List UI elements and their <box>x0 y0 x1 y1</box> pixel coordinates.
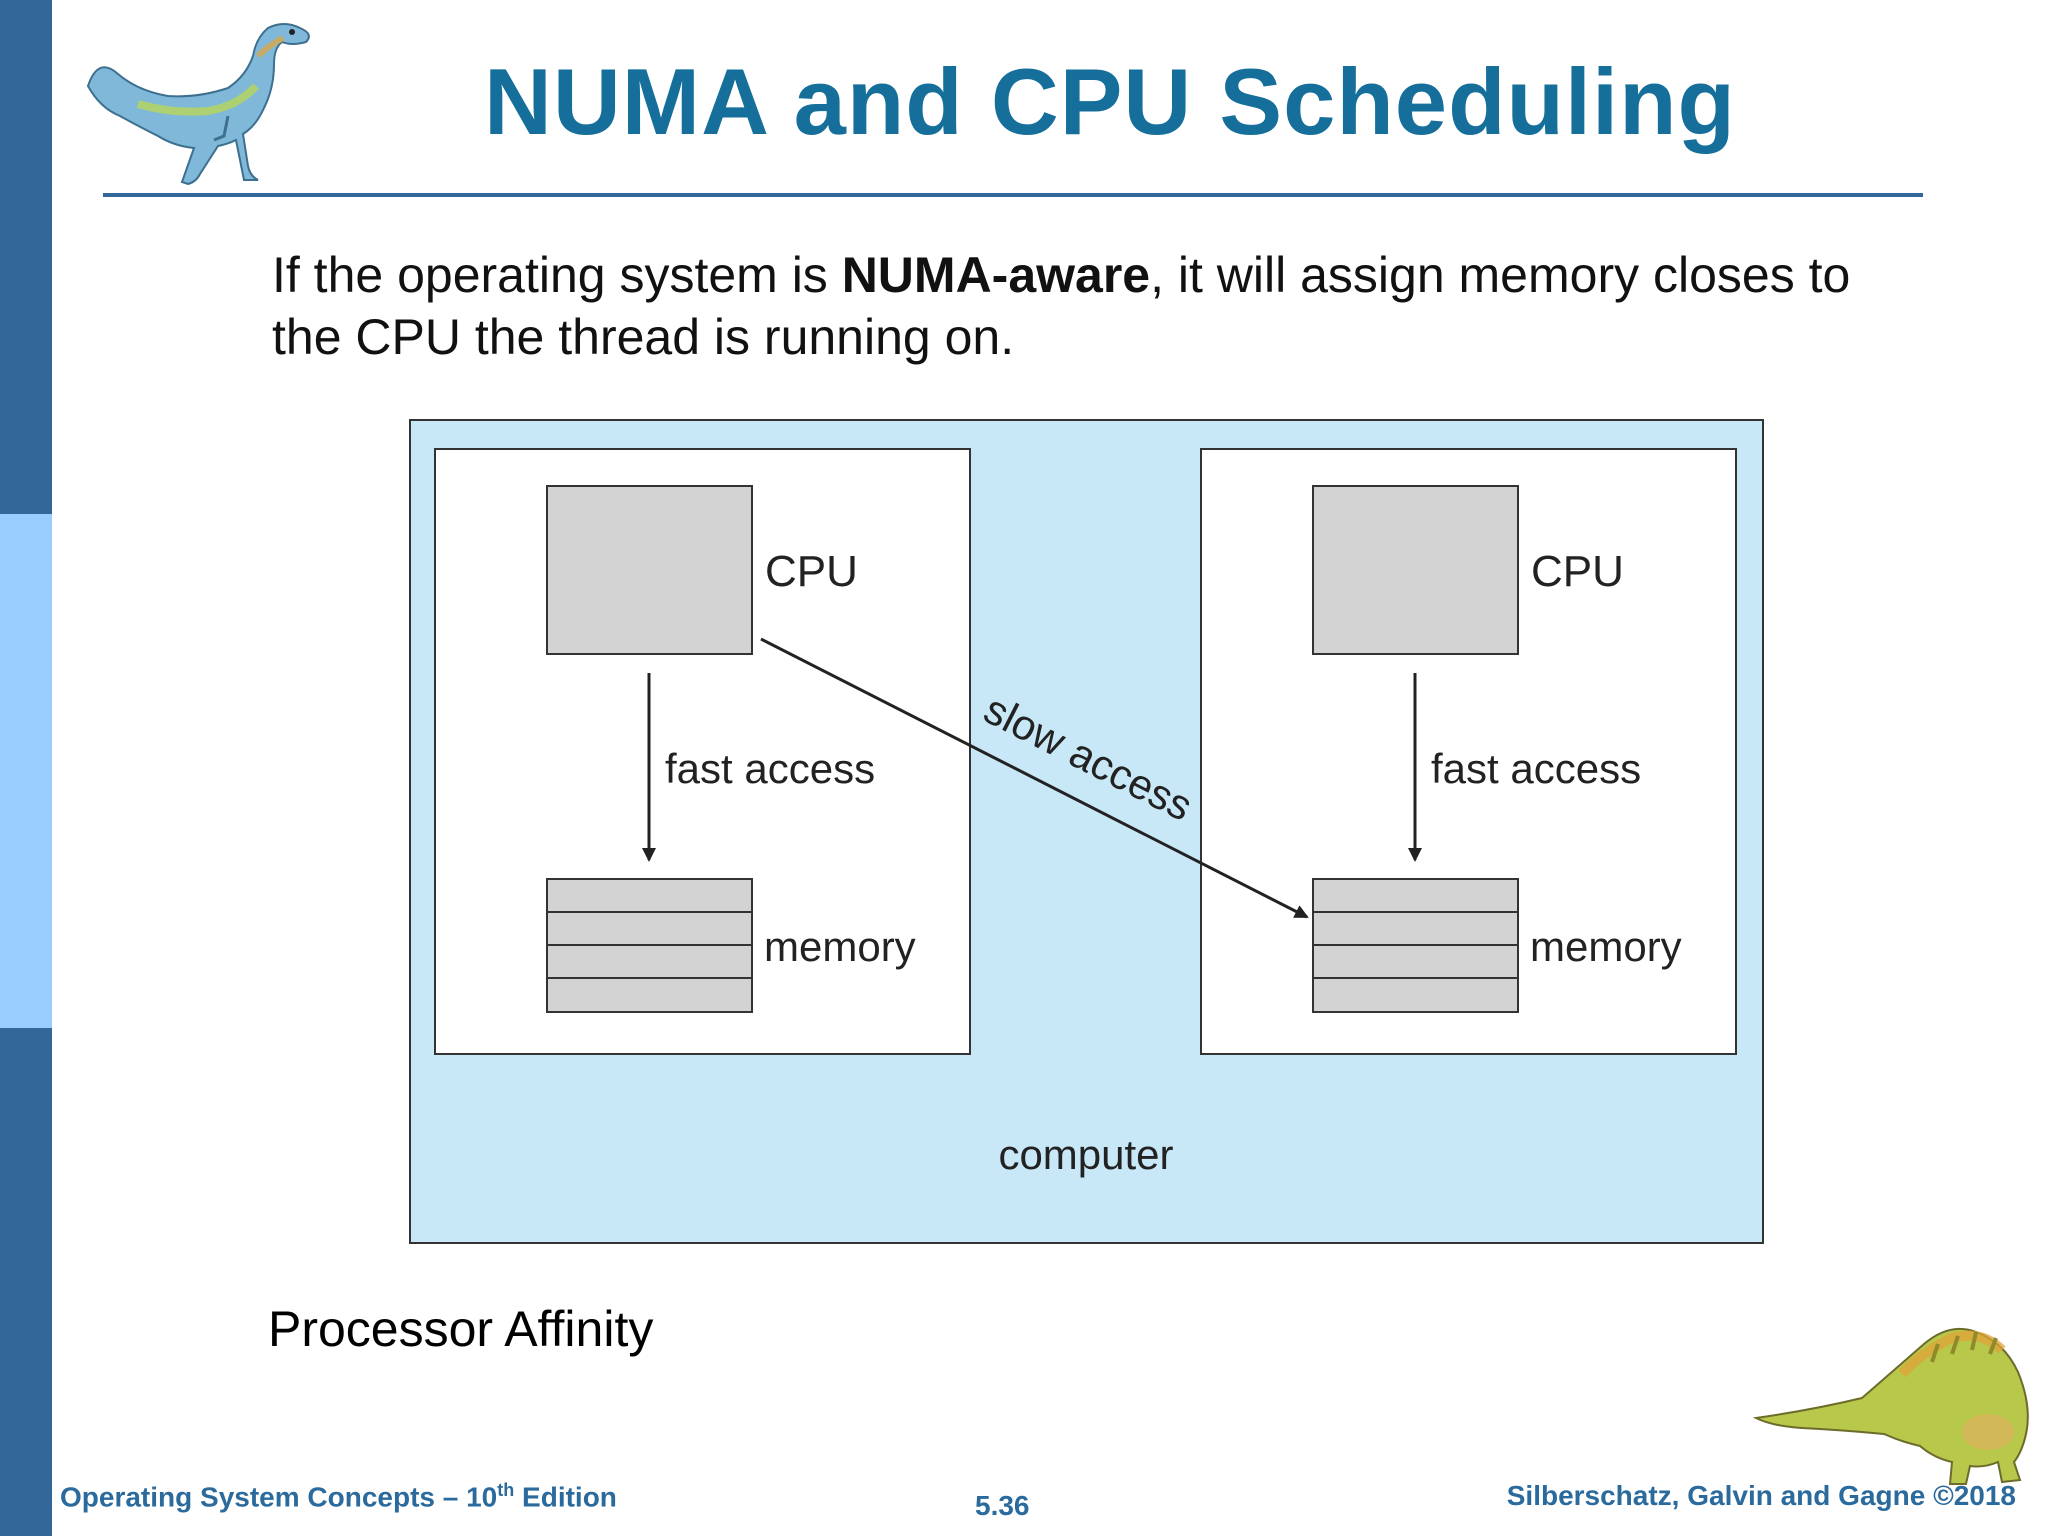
body-text-bold: NUMA-aware <box>841 247 1151 303</box>
footer-copyright: Silberschatz, Galvin and Gagne ©2018 <box>1506 1480 2016 1511</box>
left-cpu-label: CPU <box>765 547 858 596</box>
left-memory-label: memory <box>764 923 916 970</box>
slow-access-arrow <box>760 637 1309 919</box>
right-fast-access-label: fast access <box>1431 745 1641 792</box>
caption-processor-affinity: Processor Affinity <box>268 1301 654 1357</box>
computer-label: computer <box>998 1131 1173 1178</box>
footer-book-title: Operating System Concepts – 10th Edition <box>60 1480 617 1513</box>
body-paragraph: If the operating system is NUMA-aware, i… <box>272 244 1912 368</box>
slide-title: NUMA and CPU Scheduling <box>484 49 1736 154</box>
sidebar-stripe-bottom <box>0 1028 52 1536</box>
footer-title-main: Operating System Concepts – 10 <box>60 1481 498 1513</box>
footer-title-sup: th <box>497 1480 515 1500</box>
title-divider <box>103 193 1923 197</box>
sidebar-stripe-top <box>0 0 52 514</box>
right-memory-stack <box>1312 878 1519 1013</box>
numa-diagram: CPU fast access memory CPU fast access m… <box>409 419 1764 1244</box>
right-cpu-box <box>1312 485 1519 655</box>
right-cpu-label: CPU <box>1531 547 1624 596</box>
footer-title-tail: Edition <box>514 1481 617 1513</box>
body-text-pre: If the operating system is <box>272 247 842 303</box>
dinosaur-bottom-logo <box>1752 1328 2029 1485</box>
left-memory-stack <box>546 878 753 1013</box>
sidebar-stripe-middle <box>0 514 52 1028</box>
dinosaur-top-logo <box>86 23 310 186</box>
left-fast-access-label: fast access <box>665 745 875 792</box>
right-memory-label: memory <box>1530 923 1682 970</box>
body-text-post: , it will assign memory closes to the CP… <box>272 247 1851 365</box>
left-cpu-box <box>546 485 753 655</box>
footer-page-number: 5.36 <box>975 1490 1030 1521</box>
